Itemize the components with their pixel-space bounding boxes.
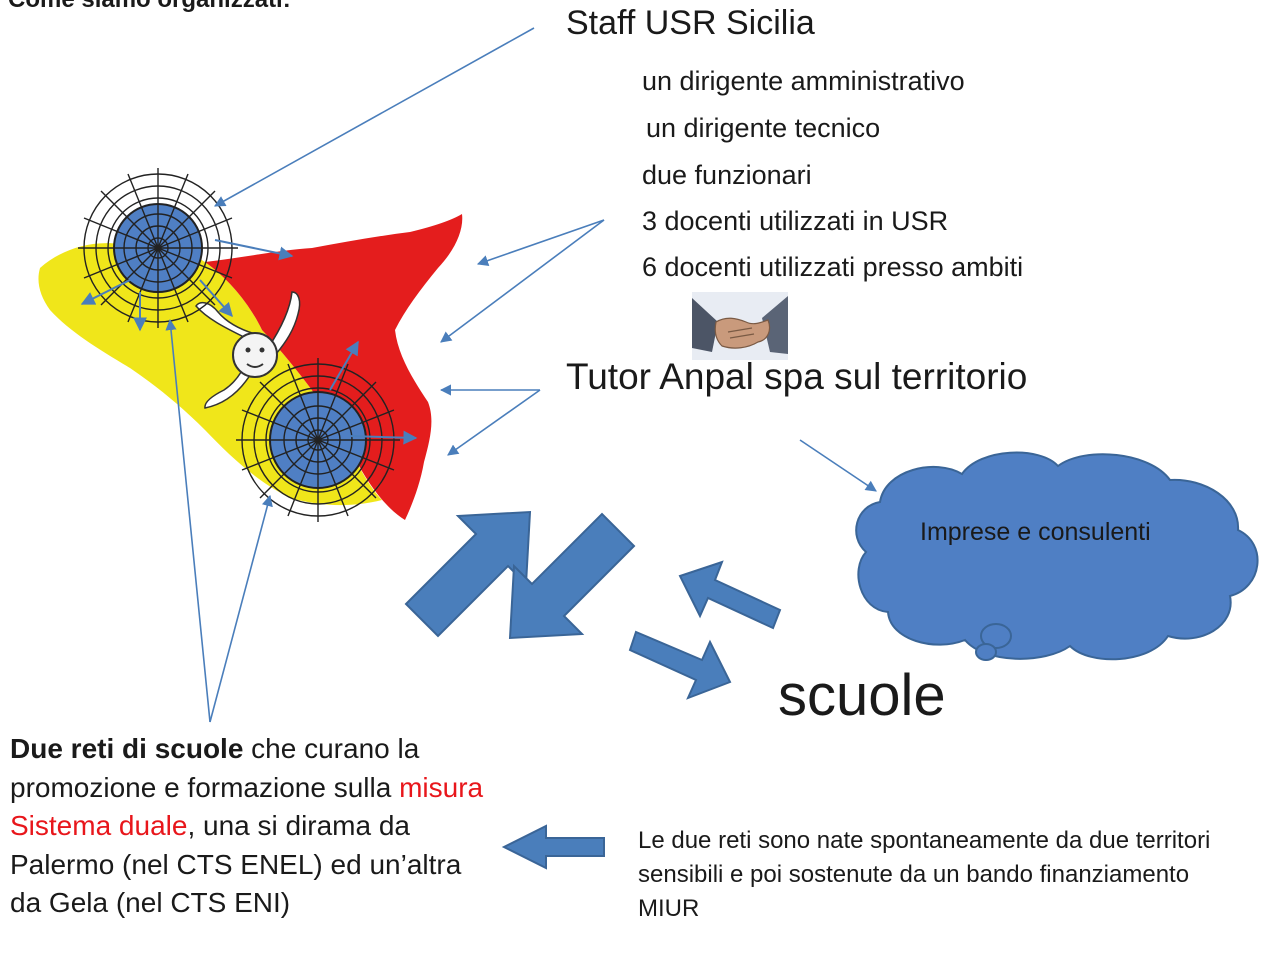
networks-text-1: che curano la promozione e formazione su… [10, 733, 420, 803]
triskelion-head [232, 332, 278, 378]
staff-title: Staff USR Sicilia [566, 4, 815, 42]
connector-lines [165, 27, 877, 723]
arrow-up-right [404, 510, 532, 638]
tutor-label: Tutor Anpal spa sul territorio [566, 356, 1028, 397]
web-spread-arrows [80, 239, 418, 445]
triskelion-leg-left [195, 301, 257, 341]
networks-description: Due reti di scuole che curano la promozi… [10, 730, 500, 923]
slide-title: Come siamo organizzati: [8, 0, 291, 14]
networks-highlight: misura Sistema duale [10, 771, 484, 842]
thought-cloud-icon [855, 451, 1259, 661]
arrow-left-note [501, 824, 605, 870]
triskelion-leg-right [266, 291, 301, 356]
staff-member: un dirigente amministrativo [642, 66, 965, 96]
sicily-red-region [205, 214, 463, 520]
schools-label: scuole [778, 663, 946, 728]
triskelion-leg-bottom [204, 360, 253, 409]
spider-web-icon [78, 168, 400, 522]
arrow-right-small [628, 630, 732, 700]
staff-member: un dirigente tecnico [646, 113, 881, 143]
staff-member: due funzionari [642, 160, 812, 190]
arrow-down-left [508, 512, 636, 640]
networks-bold: Due reti di scuole [10, 733, 244, 764]
arrow-left-small [678, 560, 782, 630]
cloud-label: Imprese e consulenti [920, 518, 1151, 546]
networks-text-2: , una si dirama da Palermo (nel CTS ENEL… [10, 810, 462, 918]
networks-note: Le due reti sono nate spontaneamente da … [638, 827, 1211, 922]
staff-member: 6 docenti utilizzati presso ambiti [642, 252, 1024, 282]
staff-member: 3 docenti utilizzati in USR [642, 206, 949, 236]
web-gela [236, 358, 400, 522]
web-palermo [78, 168, 238, 328]
handshake-icon [692, 292, 788, 360]
block-arrows [404, 510, 782, 870]
